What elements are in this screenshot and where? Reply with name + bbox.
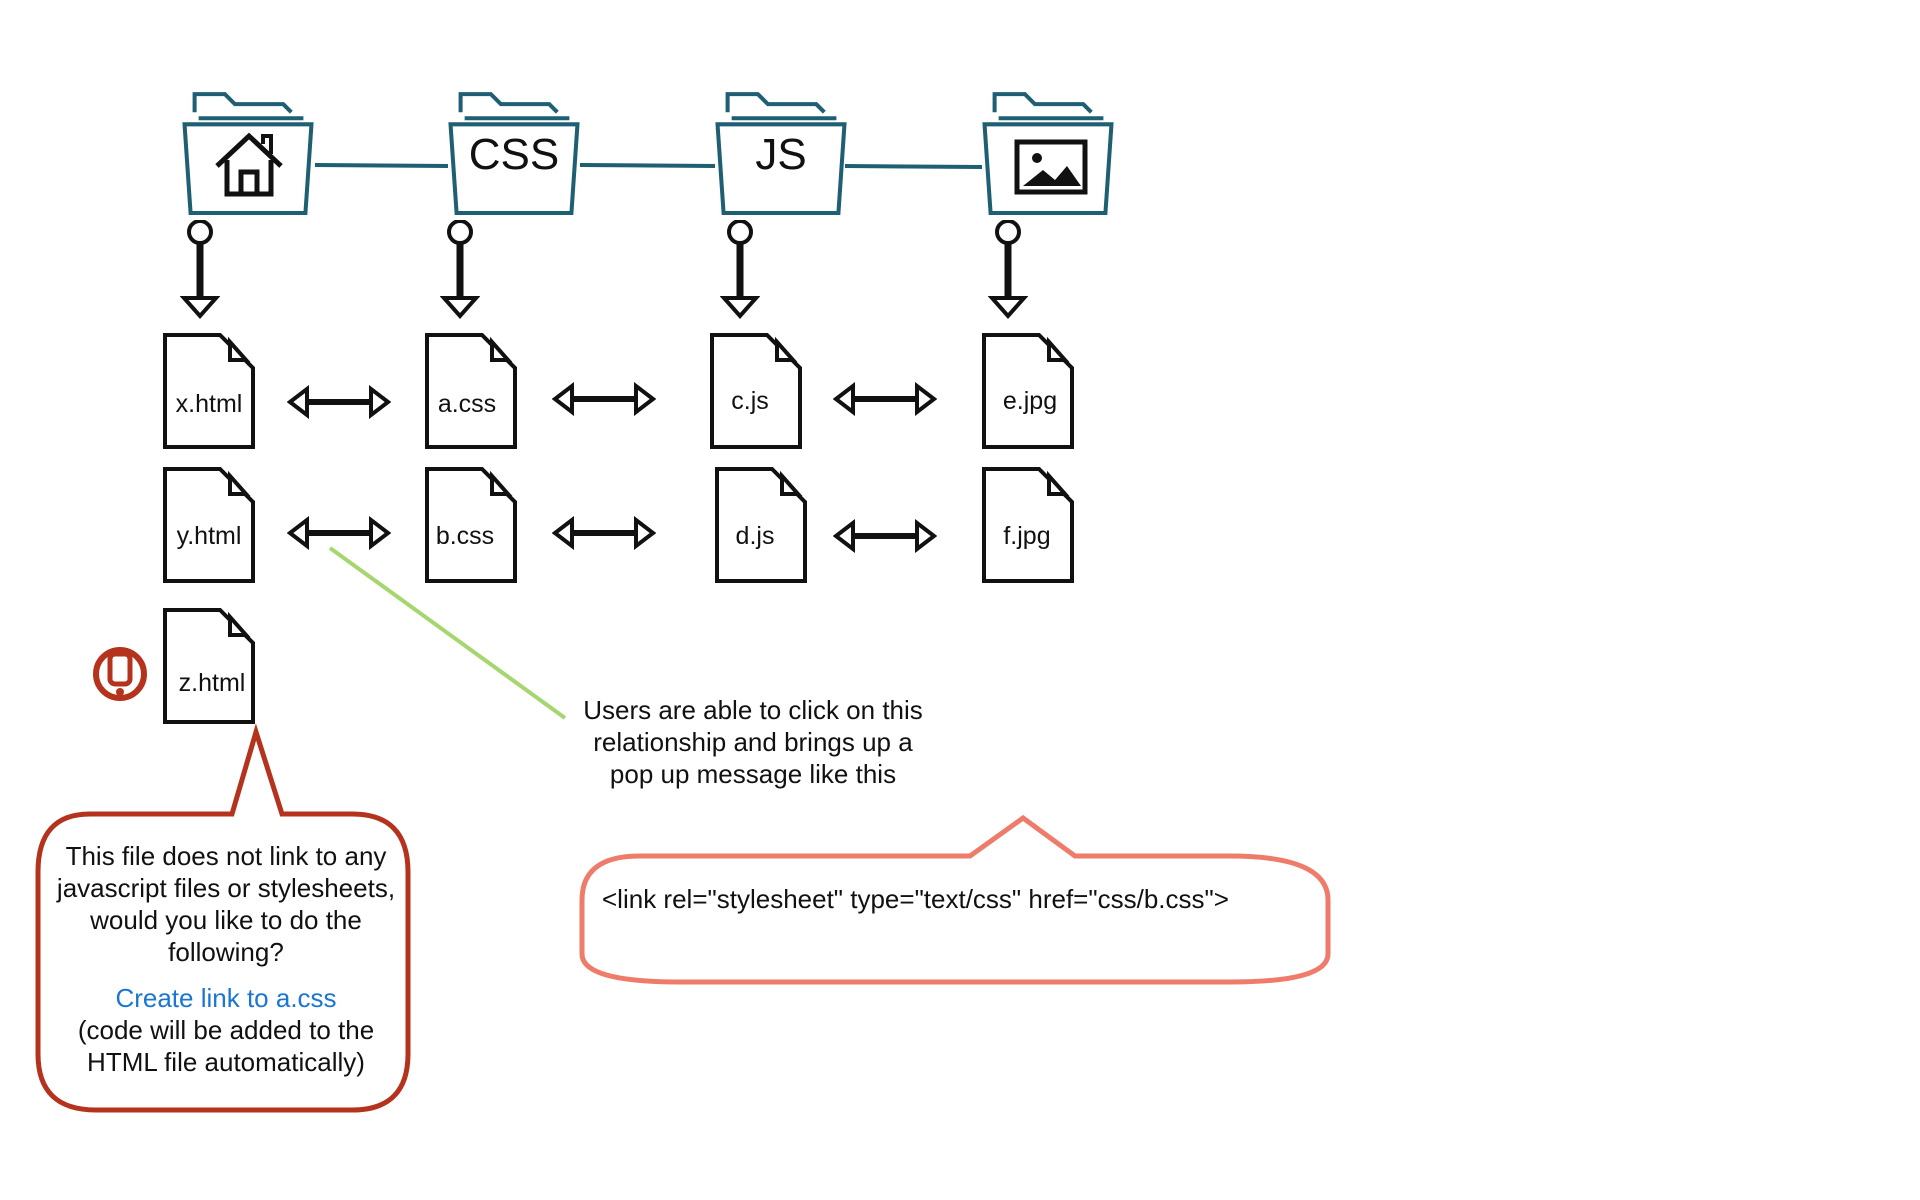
relationship-arrow-b-d[interactable] <box>555 520 653 546</box>
folder-home[interactable] <box>185 94 312 213</box>
warning-callout-bubble <box>35 723 411 1113</box>
relationship-note: Users are able to click on this relation… <box>583 695 923 789</box>
relationship-arrow-d-f[interactable] <box>836 523 934 549</box>
file-d-js[interactable]: d.js <box>715 467 807 583</box>
folder-images[interactable] <box>985 94 1112 213</box>
folder-connector <box>844 164 983 169</box>
file-y-html[interactable]: y.html <box>163 467 255 583</box>
folder-label-js: JS <box>755 130 806 179</box>
file-label: c.js <box>731 387 769 415</box>
file-label: z.html <box>179 669 246 697</box>
image-icon <box>1014 139 1088 195</box>
file-label: f.jpg <box>1003 522 1050 550</box>
note-connector-line <box>328 546 567 720</box>
file-f-jpg[interactable]: f.jpg <box>982 467 1074 583</box>
folder-js[interactable]: JS <box>718 94 845 213</box>
folder-connector <box>314 163 449 168</box>
pin-arrow-js <box>724 221 756 316</box>
pin-arrow-images <box>992 221 1024 316</box>
create-link-button[interactable]: Create link to a.css <box>115 983 337 1013</box>
file-label: y.html <box>177 522 242 550</box>
file-label: b.css <box>436 522 494 550</box>
pin-arrow-home <box>184 221 216 316</box>
warning-callout: This file does not link to any javascrip… <box>48 840 404 1078</box>
popup-code: <link rel="stylesheet" type="text/css" h… <box>602 884 1229 914</box>
relationship-arrow-c-e[interactable] <box>836 386 934 412</box>
relationship-arrow-a-c[interactable] <box>555 386 653 412</box>
folder-label-css: CSS <box>469 130 559 179</box>
pin-arrow-css <box>444 221 476 316</box>
file-b-css[interactable]: b.css <box>425 467 517 583</box>
file-x-html[interactable]: x.html <box>163 333 255 449</box>
file-label: x.html <box>176 390 243 418</box>
folder-connector <box>579 163 716 168</box>
folder-css[interactable]: CSS <box>451 94 578 213</box>
file-label: a.css <box>438 390 496 418</box>
popup-bubble <box>579 814 1331 985</box>
warning-message: This file does not link to any javascrip… <box>56 841 396 967</box>
file-e-jpg[interactable]: e.jpg <box>982 333 1074 449</box>
warning-footnote: (code will be added to the HTML file aut… <box>77 1015 375 1077</box>
file-label: e.jpg <box>1003 387 1057 415</box>
warning-icon <box>93 647 147 701</box>
home-icon <box>215 132 283 197</box>
file-z-html[interactable]: z.html <box>163 608 255 724</box>
relationship-arrow-x-a[interactable] <box>290 389 388 415</box>
file-label: d.js <box>736 522 775 550</box>
relationship-arrow-y-b[interactable] <box>290 520 388 546</box>
file-c-js[interactable]: c.js <box>710 333 802 449</box>
file-a-css[interactable]: a.css <box>425 333 517 449</box>
